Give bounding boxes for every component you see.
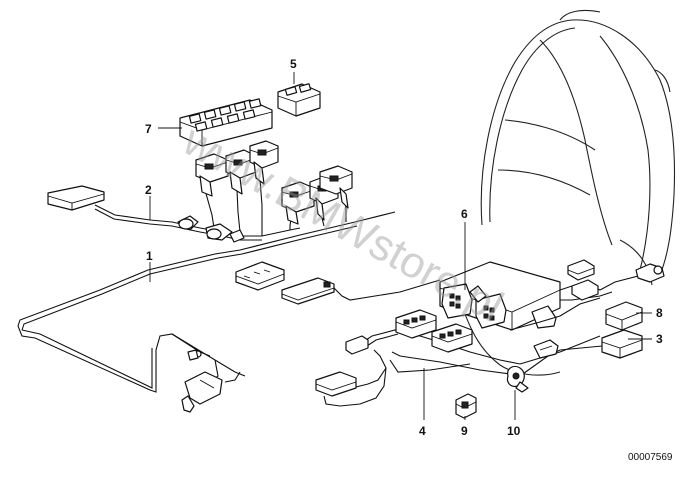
connector-lower-left [181, 349, 223, 413]
callout-7: 7 [145, 122, 152, 136]
relay-carrier [179, 98, 273, 147]
callout-3: 3 [656, 332, 663, 346]
harness-connectors-middle [235, 261, 441, 305]
relay-cluster-a [195, 140, 279, 197]
callout-6: 6 [461, 207, 468, 221]
callout-5: 5 [290, 57, 297, 71]
connector-housing [559, 329, 643, 359]
seat-control-unit [439, 261, 561, 331]
callout-4: 4 [419, 424, 426, 438]
callout-2: 2 [145, 183, 152, 197]
lower-harness-connectors [315, 309, 559, 397]
relay-cover [277, 83, 321, 117]
cable-tie [506, 365, 529, 393]
right-connectors [567, 259, 665, 301]
inline-connectors [177, 215, 245, 243]
callout-1: 1 [146, 249, 153, 263]
main-wiring-harness [17, 211, 396, 393]
leader-lines [149, 72, 652, 420]
drawing-code: 00007569 [628, 452, 673, 463]
relay-cluster-b [281, 165, 353, 225]
control-module-left [47, 185, 105, 211]
callout-10: 10 [507, 424, 521, 438]
clip [455, 393, 477, 419]
callout-numbers: 1 2 3 4 5 6 7 8 9 10 [145, 57, 663, 438]
callout-8: 8 [656, 306, 663, 320]
watermark: www.BMWstore.pl [174, 115, 511, 331]
switch-module [605, 301, 643, 331]
seat-outline [459, 9, 676, 376]
callout-9: 9 [461, 424, 468, 438]
